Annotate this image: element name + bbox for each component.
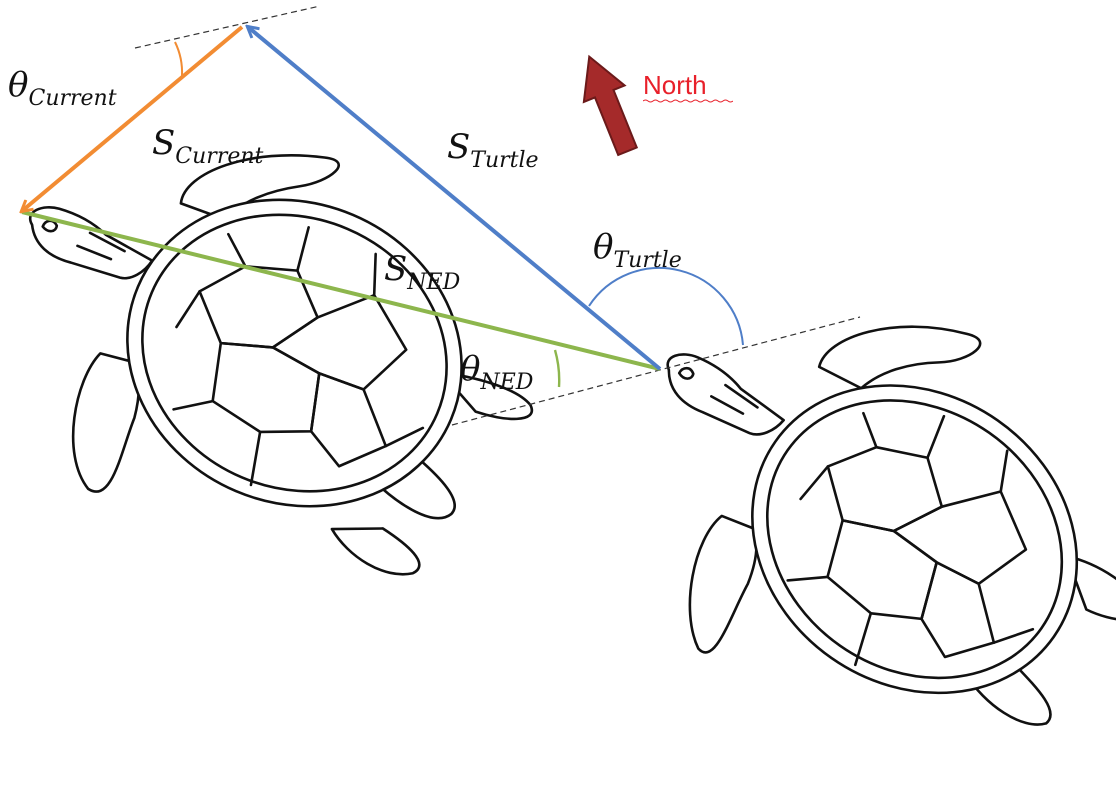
spellcheck-underline (643, 99, 733, 103)
north-arrow-icon (569, 48, 648, 159)
angle-arc-turtle (589, 268, 743, 345)
turtle-drawing-right (665, 300, 1116, 779)
angle-arc-ned (555, 350, 559, 387)
angle-label-ned: θNED (460, 352, 533, 386)
vector-label-ned: SNED (384, 252, 460, 286)
vector-label-turtle: STurtle (447, 130, 539, 164)
angle-label-current: θCurrent (8, 68, 117, 102)
north-label: North (643, 72, 707, 98)
vector-label-current: SCurrent (152, 126, 263, 160)
angle-arc-current (175, 42, 182, 76)
vector-current (22, 27, 242, 211)
angle-label-turtle: θTurtle (593, 230, 682, 264)
